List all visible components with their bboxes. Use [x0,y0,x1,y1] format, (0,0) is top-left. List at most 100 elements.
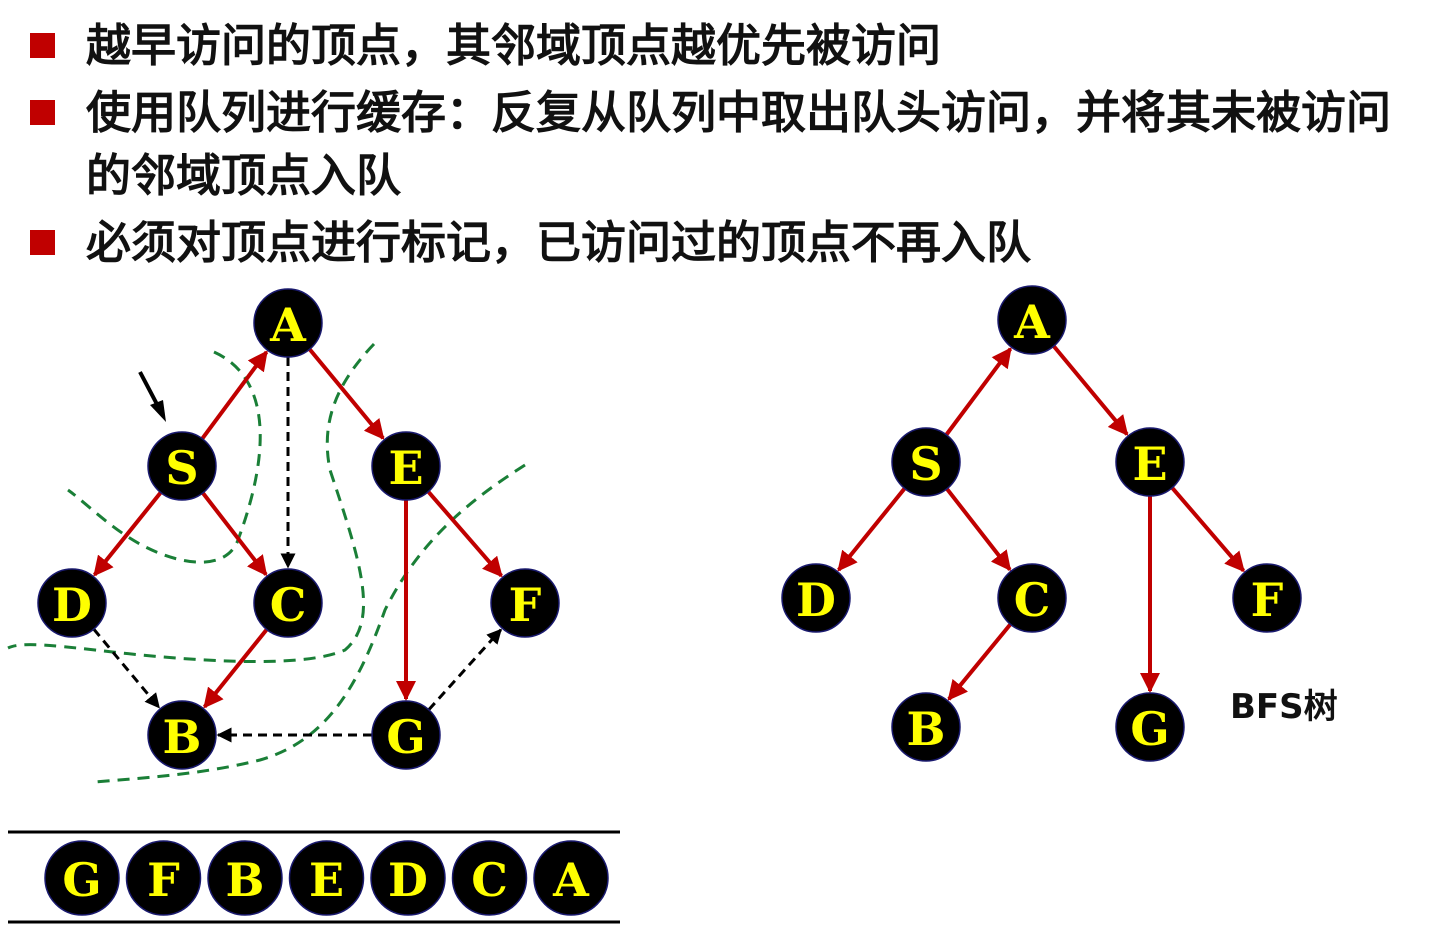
queue-item-B: B [207,840,283,916]
queue-item-F-circle [125,840,202,916]
tree-node-E-label: E [1132,437,1167,491]
queue-item-A-circle [533,840,609,916]
queue-item-A-label: A [552,853,590,907]
tree-node-A-circle [997,285,1067,355]
graph-node-G: G [371,700,441,770]
graph-node-E-circle [371,431,441,501]
tree-node-C-circle [997,563,1067,633]
queue-item-G: G [44,840,120,916]
tree-edge-S-A [944,347,1013,436]
queue-item-B-circle [207,840,283,916]
pointer-arrow-icon [138,371,166,422]
queue-item-B-label: B [226,853,265,907]
bullet-square-icon [30,33,55,58]
tree-edge-S-D [837,487,907,572]
graph-edge-S-A [200,350,269,440]
tree-node-E-circle [1115,427,1185,497]
queue-item-E-circle [288,840,365,916]
queue-item-D-label: D [388,853,428,907]
tree-edge-A-E [1052,344,1129,436]
bullet-text: 必须对顶点进行标记，已访问过的顶点不再入队 [86,216,1032,269]
tree-edge-S-C [945,487,1012,572]
graph-edge-E-F [426,490,503,578]
tree-node-F: F [1232,563,1302,633]
graph-node-D-circle [37,568,107,638]
graph-node-B-circle [147,700,217,770]
wavefront-line [67,350,262,564]
queue-item-F: F [125,840,202,916]
bullet-text: 使用队列进行缓存：反复从队列中取出队头访问，并将其未被访问的邻域顶点入队 [86,86,1392,202]
bullet-item: 越早访问的顶点，其邻域顶点越优先被访问 [30,14,1420,77]
graph-edge-S-D [92,491,163,577]
tree-node-D-label: D [796,573,836,627]
tree-node-S-label: S [909,437,942,491]
graph-node-D-label: D [52,578,92,632]
graph-node-S-circle [147,431,217,501]
tree-node-G-label: G [1130,702,1169,756]
graph-node-A: A [253,288,323,358]
queue-item-C-label: C [471,853,508,907]
queue-item-G-label: G [62,853,101,907]
tree-node-B-label: B [907,702,946,756]
graph-node-F-circle [490,568,560,638]
graph-node-D: D [37,568,107,638]
tree-node-F-circle [1232,563,1302,633]
tree-nodes: A S E D C F B G [781,285,1302,762]
queue-item-F-label: F [147,853,180,907]
bullet-item: 必须对顶点进行标记，已访问过的顶点不再入队 [30,211,1420,274]
tree-node-C-label: C [1014,573,1051,627]
tree-node-B: B [891,692,961,762]
graph-node-A-label: A [269,298,307,352]
tree-node-D: D [781,563,851,633]
graph-edges [92,347,503,743]
wavefront-line [94,463,526,784]
tree-node-A: A [997,285,1067,355]
queue-item-C-circle [451,840,528,916]
queue-item-D: D [370,840,446,916]
tree-node-B-circle [891,692,961,762]
queue-item-C: C [451,840,528,916]
bullet-list: 越早访问的顶点，其邻域顶点越优先被访问 使用队列进行缓存：反复从队列中取出队头访… [30,14,1420,278]
graph-node-F: F [490,568,560,638]
graph-node-C: C [253,568,323,638]
graph-edge-C-B [202,628,269,709]
graph-edge-S-C [201,491,268,577]
graph-node-E: E [371,431,441,501]
graph-edge-G-F [427,628,503,711]
tree-node-C: C [997,563,1067,633]
tree-edge-E-F [1170,486,1246,573]
tree-node-D-circle [781,563,851,633]
tree-node-A-label: A [1013,295,1051,349]
graph-node-C-label: C [270,578,307,632]
queue-item-D-circle [370,840,446,916]
graph-nodes: A S E D C F B G [37,288,560,770]
queue-item-E-label: E [309,853,344,907]
tree-node-G: G [1115,692,1185,762]
tree-node-G-circle [1115,692,1185,762]
graph-node-B-label: B [163,710,202,764]
bullet-square-icon [30,230,55,255]
wavefront-lines [7,342,526,784]
tree-node-S-circle [891,427,961,497]
tree-node-E: E [1115,427,1185,497]
graph-node-E-label: E [388,441,423,495]
graph-node-G-circle [371,700,441,770]
tree-edges [837,344,1246,701]
queue-item-A: A [533,840,609,916]
graph-node-S-label: S [165,441,198,495]
graph-node-B: B [147,700,217,770]
queue-item-G-circle [44,840,120,916]
tree-caption: BFS树 [1230,687,1338,727]
graph-edge-A-E [308,347,385,440]
graph-node-C-circle [253,568,323,638]
queue-item-E: E [288,840,365,916]
tree-node-F-label: F [1251,573,1284,627]
graph-node-G-label: G [386,710,425,764]
bullet-item: 使用队列进行缓存：反复从队列中取出队头访问，并将其未被访问的邻域顶点入队 [30,81,1420,207]
graph-edge-D-B [92,628,161,709]
wavefront-line [7,342,376,664]
graph-node-F-label: F [509,578,542,632]
graph-node-A-circle [253,288,323,358]
